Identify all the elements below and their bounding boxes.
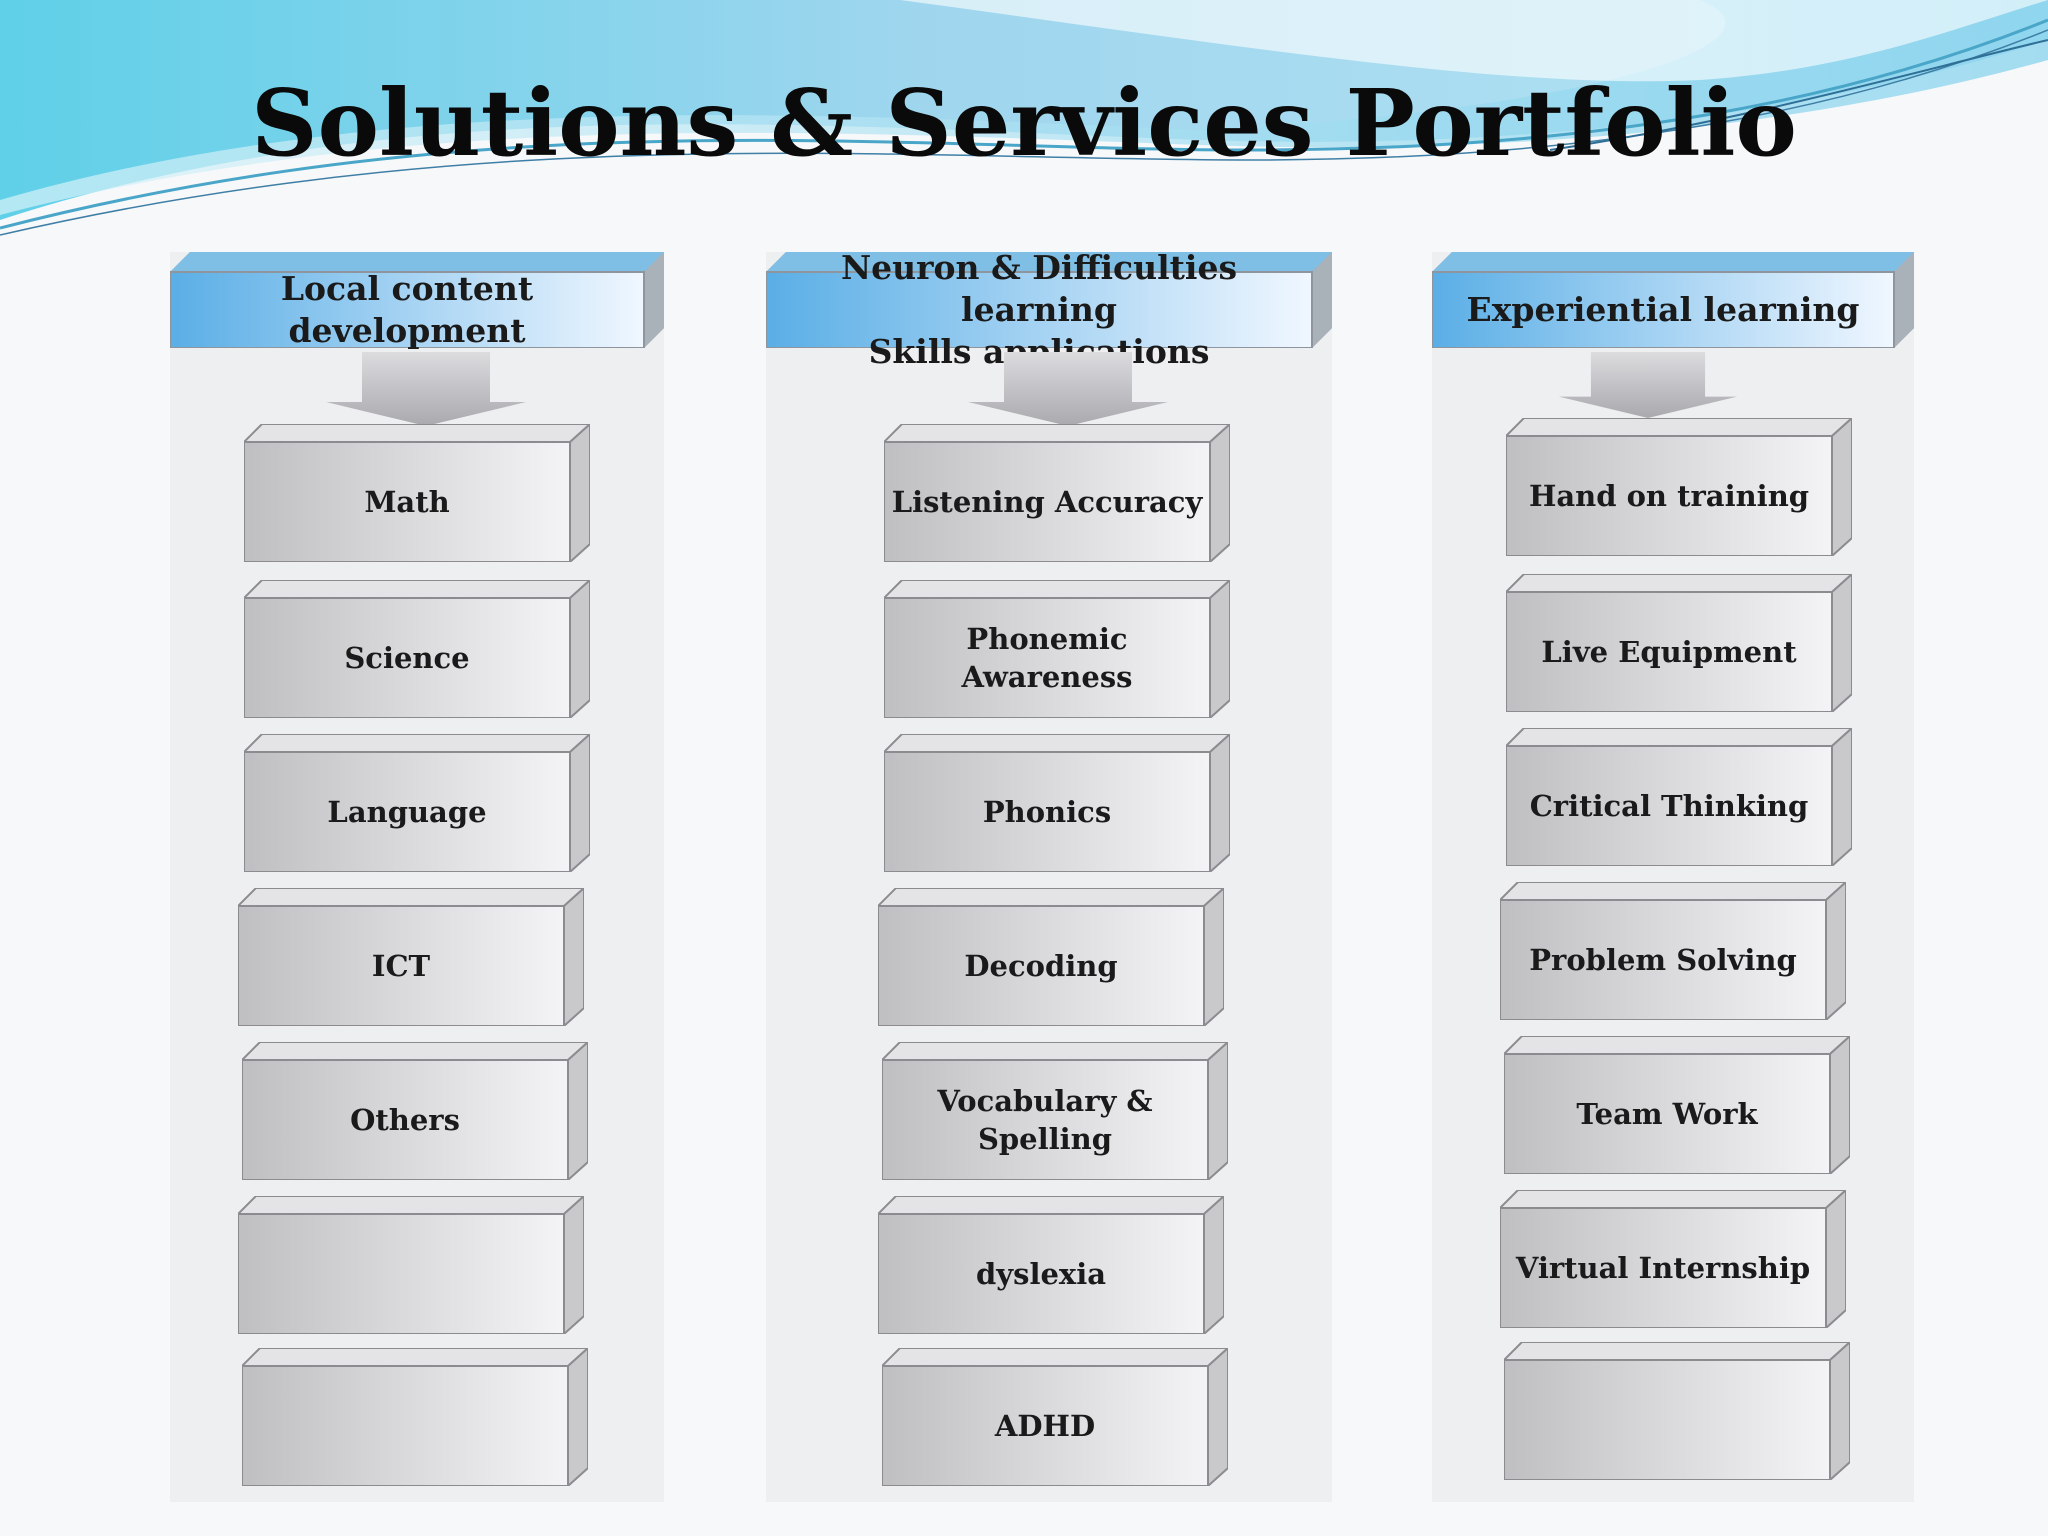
solution-box-language[interactable]: Language: [244, 734, 590, 872]
solution-box-empty[interactable]: [1504, 1342, 1850, 1480]
solution-box-label: [1504, 1360, 1830, 1480]
column-header: Local content development: [170, 252, 664, 350]
solution-box-science[interactable]: Science: [244, 580, 590, 718]
solution-box-label: Phonemic Awareness: [961, 622, 1133, 694]
solution-box-others[interactable]: Others: [242, 1042, 588, 1180]
solution-box-label: Team Work: [1576, 1097, 1758, 1131]
page-title: Solutions & Services Portfolio: [251, 69, 1797, 177]
solution-box-critical-thinking[interactable]: Critical Thinking: [1506, 728, 1852, 866]
decorative-wave-banner: [0, 0, 2048, 236]
solution-box-label: Virtual Internship: [1515, 1251, 1811, 1285]
column-header-label: Experiential learning: [1466, 290, 1860, 329]
solution-box-label: ICT: [371, 949, 431, 983]
column-header: Experiential learning: [1432, 252, 1914, 348]
solution-box-label: Listening Accuracy: [891, 485, 1203, 519]
solution-box-label: [242, 1366, 568, 1486]
column-header-label: Local content development: [280, 269, 534, 350]
solution-box-team-work[interactable]: Team Work: [1504, 1036, 1850, 1174]
header-banner-shape: [170, 252, 664, 348]
down-arrow-icon: [968, 352, 1168, 426]
down-arrow-icon: [1558, 352, 1738, 418]
header-banner-shape: [766, 252, 1332, 348]
solution-box-dyslexia[interactable]: dyslexia: [878, 1196, 1224, 1334]
solution-box-label: Problem Solving: [1529, 943, 1797, 977]
solution-box-label: Hand on training: [1528, 479, 1810, 513]
solution-box-label: Live Equipment: [1541, 635, 1797, 669]
solution-box-label: Language: [327, 795, 487, 829]
solution-box-empty[interactable]: [242, 1348, 588, 1486]
solution-box-label: Phonics: [982, 795, 1112, 829]
solution-box-label: [238, 1214, 564, 1334]
solution-box-label: Vocabulary & Spelling: [937, 1084, 1153, 1156]
solution-box-label: Critical Thinking: [1529, 789, 1809, 823]
solution-box-decoding[interactable]: Decoding: [878, 888, 1224, 1026]
solution-box-label: Decoding: [964, 949, 1118, 983]
solution-box-label: ADHD: [994, 1409, 1096, 1443]
column-header: Neuron & Difficulties learning Skills ap…: [766, 248, 1332, 371]
solution-box-virtual-internship[interactable]: Virtual Internship: [1500, 1190, 1846, 1328]
solution-box-math[interactable]: Math: [244, 424, 590, 562]
solution-box-label: Science: [344, 641, 470, 675]
column-local-content: Local content development Math Science L…: [170, 252, 664, 1502]
down-arrow-icon: [326, 352, 526, 426]
column-header-label: Neuron & Difficulties learning Skills ap…: [840, 248, 1238, 371]
solution-box-vocabulary-spelling[interactable]: Vocabulary & Spelling: [882, 1042, 1228, 1180]
solution-box-label: Others: [350, 1103, 460, 1137]
solution-box-live-equipment[interactable]: Live Equipment: [1506, 574, 1852, 712]
solution-box-listening-accuracy[interactable]: Listening Accuracy: [884, 424, 1230, 562]
header-banner-shape: [1432, 252, 1914, 348]
solution-box-phonemic-awareness[interactable]: Phonemic Awareness: [884, 580, 1230, 718]
solution-box-phonics[interactable]: Phonics: [884, 734, 1230, 872]
column-experiential-learning: Experiential learning Hand on training L…: [1432, 252, 1914, 1502]
column-neuron-difficulties: Neuron & Difficulties learning Skills ap…: [766, 248, 1332, 1502]
solution-box-empty[interactable]: [238, 1196, 584, 1334]
solution-box-ict[interactable]: ICT: [238, 888, 584, 1026]
solution-box-label: dyslexia: [975, 1257, 1107, 1291]
solution-box-label: Math: [364, 485, 450, 519]
solution-box-adhd[interactable]: ADHD: [882, 1348, 1228, 1486]
solution-box-problem-solving[interactable]: Problem Solving: [1500, 882, 1846, 1020]
solution-box-hand-on-training[interactable]: Hand on training: [1506, 418, 1852, 556]
